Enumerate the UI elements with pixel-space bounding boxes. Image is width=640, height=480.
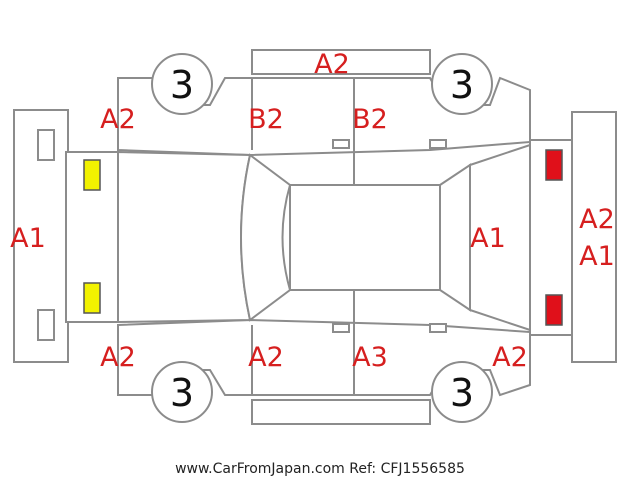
wheel-rear-left (431, 53, 493, 115)
front-light-top (83, 159, 101, 191)
wheel-front-right-grade: 3 (170, 371, 194, 415)
rear-window (439, 163, 471, 312)
front-light-bottom (83, 282, 101, 314)
code-lower-rear-fender: A2 (492, 342, 528, 373)
code-rear-bumper-2: A1 (579, 241, 615, 272)
wheel-rear-left-grade: 3 (450, 63, 474, 107)
front-bumper-slot-top (37, 129, 55, 161)
code-rear-bumper-1: A2 (579, 204, 615, 235)
roof-rail-bottom (251, 399, 431, 425)
front-bumper-slot-bottom (37, 309, 55, 341)
code-lower-front-fender: A2 (100, 342, 136, 373)
upper-handle-front (332, 139, 350, 149)
wheel-rear-right-grade: 3 (450, 371, 474, 415)
hood (117, 150, 252, 324)
wheel-front-right (151, 361, 213, 423)
code-lower-rear-door: A3 (352, 342, 388, 373)
wheel-front-left-grade: 3 (170, 63, 194, 107)
rear-bumper (571, 111, 617, 363)
windshield (240, 153, 292, 322)
wheel-front-left (151, 53, 213, 115)
code-upper-rear-door: B2 (352, 104, 388, 135)
upper-handle-rear (429, 139, 447, 149)
code-rear-panel: A1 (470, 223, 506, 254)
code-upper-front-fender: A2 (100, 104, 136, 135)
code-upper-front-door: B2 (248, 104, 284, 135)
footer-reference: www.CarFromJapan.com Ref: CFJ1556585 (175, 461, 465, 477)
code-lower-front-door: A2 (248, 342, 284, 373)
rear-light-bottom (545, 294, 563, 326)
rear-light-top (545, 149, 563, 181)
lower-handle-rear (429, 323, 447, 333)
code-roof-top: A2 (314, 49, 350, 80)
code-front-bumper: A1 (10, 223, 46, 254)
roof-rail-top (251, 49, 431, 75)
lower-handle-front (332, 323, 350, 333)
roof (289, 184, 441, 291)
wheel-rear-right (431, 361, 493, 423)
